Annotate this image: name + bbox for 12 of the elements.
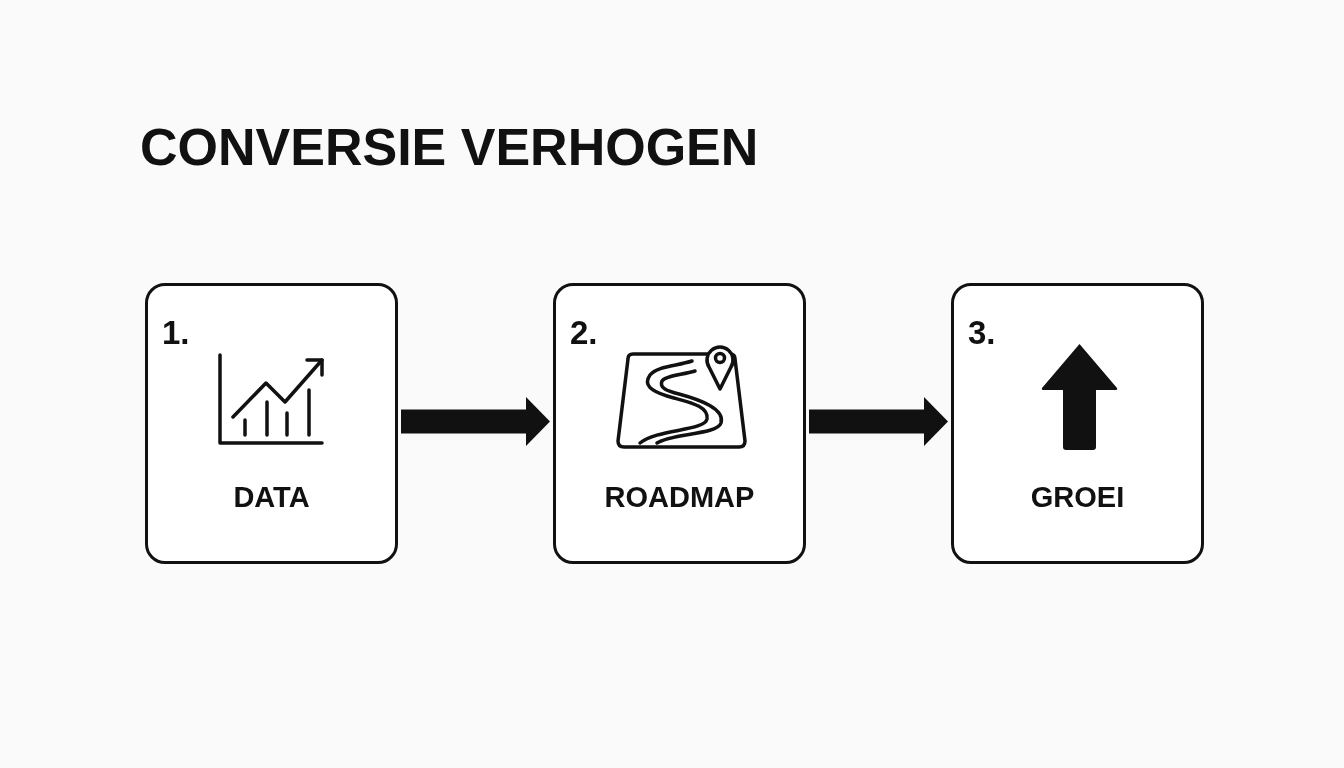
arrow xyxy=(401,397,550,446)
step-label: DATA xyxy=(233,483,310,512)
arrow xyxy=(809,397,948,446)
diagram-title: CONVERSIE VERHOGEN xyxy=(140,121,759,173)
step-card xyxy=(951,283,1204,564)
step-number: 2. xyxy=(570,316,598,349)
step-card xyxy=(145,283,398,564)
step-card xyxy=(553,283,806,564)
step-number: 1. xyxy=(162,316,190,349)
step-number: 3. xyxy=(968,316,996,349)
step-label: GROEI xyxy=(1030,483,1125,512)
step-label: ROADMAP xyxy=(604,483,755,512)
